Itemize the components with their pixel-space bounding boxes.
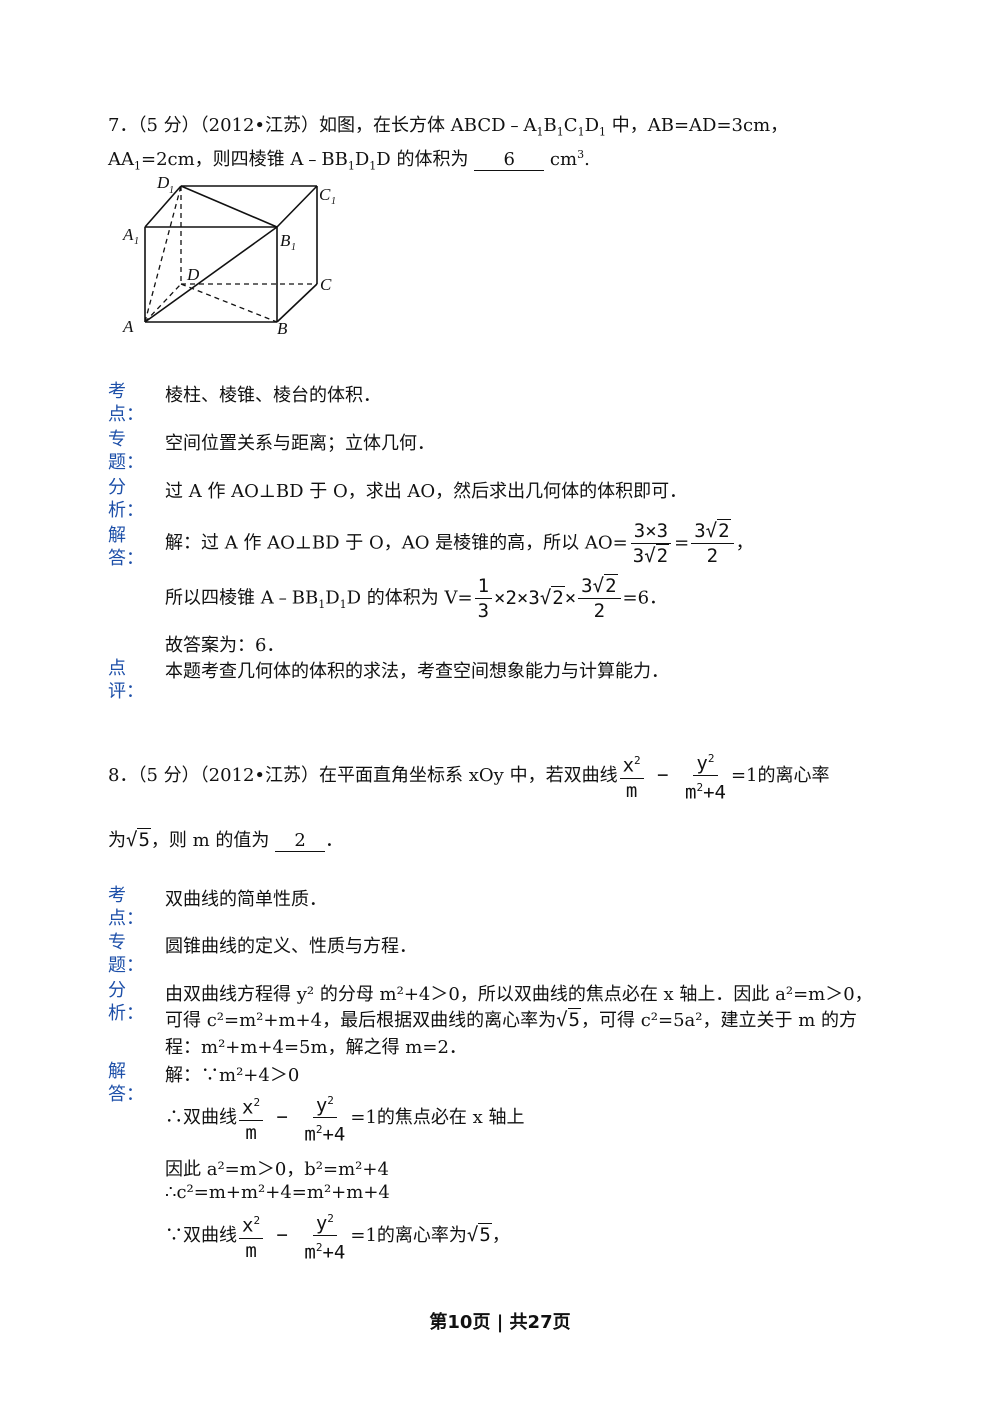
q8-fenxi-label: 分析： [108, 980, 144, 1024]
q8-sol-line1: 解：∵m²+4＞0 [165, 1065, 300, 1086]
q7-dianping-label: 点评： [108, 658, 144, 702]
q8-fenxi-line3: 程：m²+m+4=5m，解之得 m=2． [165, 1037, 467, 1058]
label-D: D [186, 265, 200, 284]
q8-fenxi-line1: 由双曲线方程得 y² 的分母 m²+4＞0，所以双曲线的焦点必在 x 轴上．因此… [165, 984, 873, 1005]
q7-fenxi: 过 A 作 AO⊥BD 于 O，求出 AO，然后求出几何体的体积即可． [165, 481, 688, 502]
q8-stem-line2: 为√5，则 m 的值为 2． [108, 828, 344, 852]
q8-zhuanti-label: 专题： [108, 932, 144, 976]
label-C1: C [319, 185, 331, 204]
q7-kaodian: 棱柱、棱锥、棱台的体积． [165, 385, 381, 406]
q8-sol-line3: 因此 a²=m＞0，b²=m²+4 [165, 1159, 389, 1180]
q8-kaodian-label: 考点： [108, 885, 144, 929]
label-B1: B [280, 231, 291, 250]
label-A: A [122, 317, 134, 336]
q7-dianping: 本题考查几何体的体积的求法，考查空间想象能力与计算能力． [165, 661, 669, 682]
q7-answer-line: 故答案为：6． [165, 635, 285, 656]
svg-text:1: 1 [169, 185, 174, 196]
svg-text:1: 1 [331, 196, 336, 207]
q7-jieda-label: 解答： [108, 525, 144, 569]
q8-sol-line4: ∴c²=m+m²+4=m²+m+4 [165, 1182, 390, 1203]
q7-answer-blank: 6 [474, 150, 545, 171]
q8-fenxi-line2: 可得 c²=m²+m+4，最后根据双曲线的离心率为√5，可得 c²=5a²，建立… [165, 1008, 857, 1031]
q8-answer-blank: 2 [275, 831, 326, 852]
label-A1: A [122, 225, 134, 244]
label-C: C [320, 275, 332, 294]
q7-zhuanti: 空间位置关系与距离；立体几何． [165, 433, 435, 454]
q7-stem-line2: AA1=2cm，则四棱锥 A﹣BB1D1D 的体积为 6 cm3. [108, 148, 590, 173]
label-D1: D [156, 173, 170, 192]
q7-stem-line1: 7．（5 分）（2012•江苏）如图，在长方体 ABCD﹣A1B1C1D1 中，… [108, 115, 789, 139]
q8-zhuanti: 圆锥曲线的定义、性质与方程． [165, 936, 417, 957]
page-footer: 第10页 | 共27页 [429, 1312, 571, 1333]
svg-text:1: 1 [291, 242, 296, 253]
q7-zhuanti-label: 专题： [108, 429, 144, 473]
q7-kaodian-label: 考点： [108, 381, 144, 425]
q7-fenxi-label: 分析： [108, 477, 144, 521]
label-B: B [277, 319, 288, 338]
svg-text:1: 1 [134, 236, 139, 247]
q8-jieda-label: 解答： [108, 1061, 144, 1105]
q8-kaodian: 双曲线的简单性质． [165, 889, 327, 910]
